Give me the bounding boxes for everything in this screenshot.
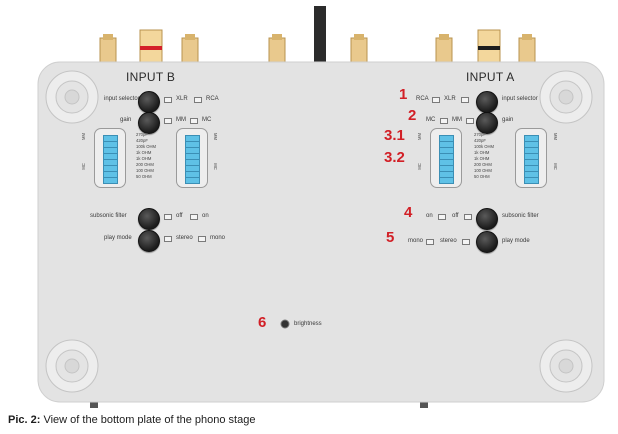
input-a-mono-label: mono (408, 238, 424, 244)
input-b-subsonic-label: subsonic filter (90, 213, 127, 219)
input-b-off-label: off (176, 213, 183, 219)
input-b-title: INPUT B (126, 70, 176, 84)
input-a-subsonic-knob[interactable] (476, 208, 498, 230)
input-a-playmode-switch (426, 239, 434, 245)
input-b-playmode-switch (164, 236, 172, 242)
input-b-rca-label: RCA (206, 96, 219, 102)
input-a-xlr-label: XLR (444, 96, 456, 102)
caption-prefix: Pic. 2: (8, 414, 41, 426)
input-a-mm-label: MM (452, 117, 462, 123)
brightness-hole (280, 319, 290, 329)
input-b-xlr-label: XLR (176, 96, 188, 102)
input-a-dip-mm-side-r: MM (552, 133, 558, 140)
input-b-on-label: on (202, 213, 209, 219)
input-a-dip-mc-side-r: MC (552, 163, 558, 170)
input-a-selector-switch-2 (461, 97, 469, 103)
input-b-subsonic-switch (164, 214, 172, 220)
marker-3-2: 3.2 (384, 149, 405, 166)
input-a-dip-switch-mm[interactable] (430, 128, 462, 188)
antenna (314, 6, 326, 64)
input-b-playmode-switch-2 (198, 236, 206, 242)
figure-caption: Pic. 2: View of the bottom plate of the … (8, 414, 255, 426)
input-a-selector-knob[interactable] (476, 91, 498, 113)
marker-6: 6 (258, 314, 267, 331)
input-a-subsonic-switch-2 (464, 214, 472, 220)
input-b-mc-label: MC (202, 117, 212, 123)
input-a-title: INPUT A (466, 70, 515, 84)
input-b-selector-switch-2 (194, 97, 202, 103)
marker-3-1: 3.1 (384, 127, 405, 144)
input-a-dip-mc-side: MC (416, 163, 422, 170)
input-a-playmode-label: play mode (502, 238, 530, 244)
input-a-mc-label: MC (426, 117, 436, 123)
input-a-stereo-label: stereo (440, 238, 457, 244)
input-a-gain-knob[interactable] (476, 112, 498, 134)
input-b-selector-label: input selector (104, 96, 140, 102)
input-b-playmode-knob[interactable] (138, 230, 160, 252)
input-b-dip-mc-side-r: MC (212, 163, 218, 170)
input-a-dip-switch-mc[interactable] (515, 128, 547, 188)
input-b-subsonic-knob[interactable] (138, 208, 160, 230)
device-view: INPUT B input selector XLR RCA gain MM M… (37, 6, 605, 408)
input-a-gain-switch-2 (466, 118, 474, 124)
input-a-dip-mm-side: MM (416, 133, 422, 140)
input-b-dip-mm-side-r: MM (212, 133, 218, 140)
input-b-gain-switch-2 (190, 118, 198, 124)
input-b-playmode-label: play mode (104, 235, 132, 241)
input-b-selector-switch (164, 97, 172, 103)
marker-2: 2 (408, 107, 417, 124)
input-b-dip-switch-mc[interactable] (176, 128, 208, 188)
input-b-gain-label: gain (120, 117, 132, 123)
input-a-gain-label: gain (502, 117, 514, 123)
input-a-subsonic-switch (438, 214, 446, 220)
input-b-mono-label: mono (210, 235, 226, 241)
input-b-selector-knob[interactable] (138, 91, 160, 113)
input-b-gain-knob[interactable] (138, 112, 160, 134)
input-b-stereo-label: stereo (176, 235, 193, 241)
marker-4: 4 (404, 204, 413, 221)
input-a-gain-switch (440, 118, 448, 124)
input-a-subsonic-label: subsonic filter (502, 213, 539, 219)
input-a-on-label: on (426, 213, 433, 219)
input-b-dip-mc-side: MC (80, 163, 86, 170)
input-b-dip-switch-mm[interactable] (94, 128, 126, 188)
caption-text: View of the bottom plate of the phono st… (43, 414, 256, 426)
brightness-label: brightness (294, 321, 322, 327)
bottom-plate (37, 61, 605, 403)
input-b-dip-mm-side: MM (80, 133, 86, 140)
input-b-mm-label: MM (176, 117, 186, 123)
marker-1: 1 (399, 86, 408, 103)
input-b-subsonic-switch-2 (190, 214, 198, 220)
input-a-playmode-switch-2 (462, 239, 470, 245)
feet (45, 70, 593, 393)
input-a-selector-switch (432, 97, 440, 103)
marker-5: 5 (386, 229, 395, 246)
input-a-playmode-knob[interactable] (476, 231, 498, 253)
input-b-gain-switch (164, 118, 172, 124)
input-a-selector-label: input selector (502, 96, 538, 102)
input-a-off-label: off (452, 213, 459, 219)
bottom-plate-drawing (37, 6, 605, 408)
input-a-rca-label: RCA (416, 96, 429, 102)
